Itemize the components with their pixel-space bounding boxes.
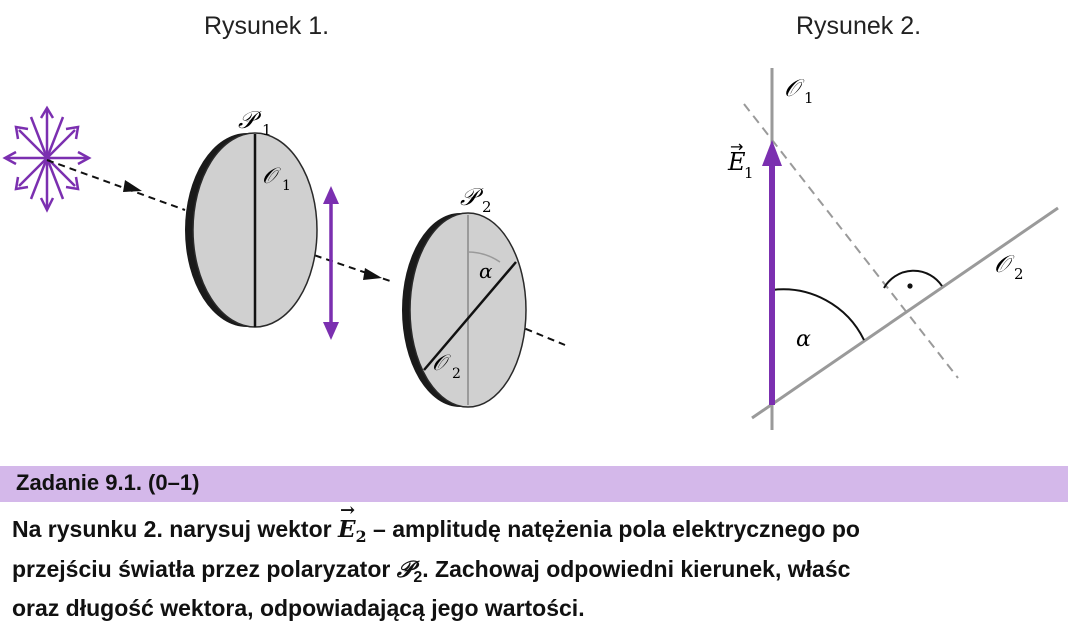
unpolarized-light-source-icon [2,105,92,213]
polarizer-2-angle-arc [467,251,501,263]
figure2-right-angle-dot [907,283,913,289]
polarizer-2-axis [423,261,517,371]
task-line2-polarizer: 𝒫 [396,556,414,583]
polarizer-2-sub: 2 [482,198,492,216]
figure2-perpendicular-dashed [743,103,959,379]
figure2-vector-e1 [762,140,782,405]
figure1-title: Rysunek 1. [204,12,330,40]
figures-canvas: 𝒫 1 𝒪 1 𝒫 2 α 𝒪 2 𝒪 1 E → 1 α 𝒪 2 [2,68,1059,430]
task-line2-part-a: przejściu światła przez polaryzator [12,556,397,582]
polarizer-1-label: 𝒫 [238,106,262,134]
task-text-line-1: Na rysunku 2. narysuj wektor →E2 – ampli… [12,500,860,546]
figure2-axis-o2-sub: 2 [1014,265,1024,283]
task-line1-vector-arrow: → [339,500,356,521]
figure2-angle-arc [771,288,865,341]
task-line2-polarizer-sub: 2 [413,569,423,586]
task-header-banner: Zadanie 9.1. (0–1) [0,466,1068,502]
figure2-vector-label: E [727,148,746,176]
figure2-right-angle-arc [883,269,943,289]
figure2-axis-o1-sub: 1 [804,89,814,107]
axis-1-sub: 1 [282,178,291,194]
task-line1-vector-symbol: E [337,516,356,543]
polarizer-2 [402,212,527,408]
figure2-axis-o1-label: 𝒪 [784,74,805,102]
task-text-line-3: oraz długość wektora, odpowiadającą jego… [12,595,585,621]
task-text-line-2: przejściu światła przez polaryzator 𝒫2. … [12,556,851,586]
beam-arrow-2 [363,268,382,280]
polarizer-2-label: 𝒫 [460,183,484,211]
task-line1-part-b: – amplitudę natężenia pola elektrycznego… [366,516,860,542]
axis-2-sub: 2 [452,366,461,382]
figure2-angle-label: α [796,327,811,352]
figure2-axis-o2-label: 𝒪 [994,250,1015,278]
task-line1-vector: →E2 [337,500,367,546]
task-line1-vector-sub: 2 [355,527,367,546]
figure2-vector-sub: 1 [744,164,754,182]
polarizer-1-sub: 1 [262,121,272,139]
polarization-double-arrow [323,186,339,340]
task-line2-part-b: . Zachowaj odpowiedni kierunek, właśc [422,556,851,582]
polarizer-2-angle-label: α [479,259,493,283]
figure2-vector-arrow: → [730,137,743,156]
task-header: Zadanie 9.1. (0–1) [16,470,200,495]
task-line1-part-a: Na rysunku 2. narysuj wektor [12,516,338,542]
figure2-axis-o2 [751,206,1059,420]
figure2-title: Rysunek 2. [796,12,922,40]
beam-arrow-1 [123,180,142,192]
polarizer-1 [185,132,318,328]
